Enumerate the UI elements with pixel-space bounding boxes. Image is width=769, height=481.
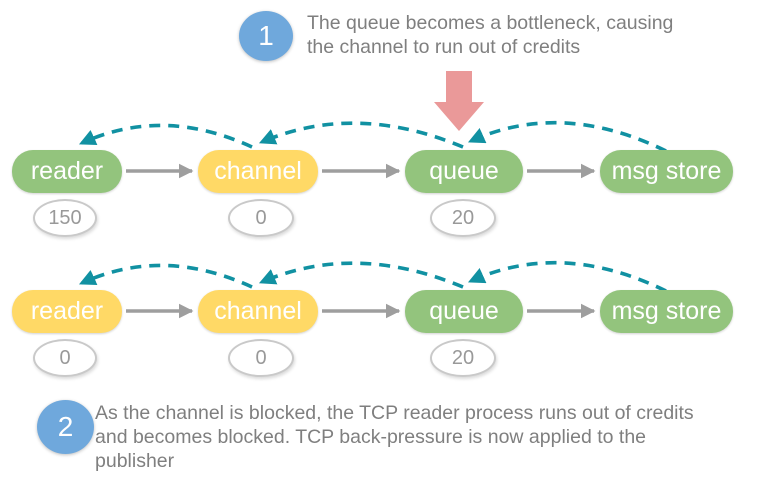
- node-row1-queue: queue: [405, 150, 523, 193]
- credits-row1-channel: 0: [228, 199, 294, 237]
- step-1-text-line2: the channel to run out of credits: [307, 36, 581, 58]
- credit-arcs-row2: [78, 260, 667, 293]
- credits-row2-channel: 0: [228, 339, 294, 377]
- step-2-text: As the channel is blocked, the TCP reade…: [95, 401, 694, 473]
- node-row2-queue: queue: [405, 290, 523, 333]
- node-row1-reader: reader: [12, 150, 122, 193]
- step-1-badge: 1: [239, 11, 293, 61]
- node-row2-msg-store: msg store: [600, 290, 733, 333]
- step-1-text: The queue becomes a bottleneck, causing …: [307, 11, 673, 59]
- step-2-badge: 2: [37, 400, 94, 454]
- bottleneck-arrow-icon: [434, 71, 484, 131]
- credits-row1-queue: 20: [430, 199, 496, 237]
- credit-arcs-row1: [78, 120, 667, 153]
- step-2-text-line1: As the channel is blocked, the TCP reade…: [95, 402, 694, 424]
- step-2-text-line2: and becomes blocked. TCP back-pressure i…: [95, 426, 647, 448]
- node-row2-channel: channel: [198, 290, 318, 333]
- credits-row2-reader: 0: [33, 339, 97, 377]
- step-1-text-line1: The queue becomes a bottleneck, causing: [307, 12, 674, 34]
- node-row1-channel: channel: [198, 150, 318, 193]
- credits-row1-reader: 150: [33, 199, 97, 237]
- node-row1-msg-store: msg store: [600, 150, 733, 193]
- node-row2-reader: reader: [12, 290, 122, 333]
- credits-row2-queue: 20: [430, 339, 496, 377]
- step-2-text-line3: publisher: [95, 450, 175, 472]
